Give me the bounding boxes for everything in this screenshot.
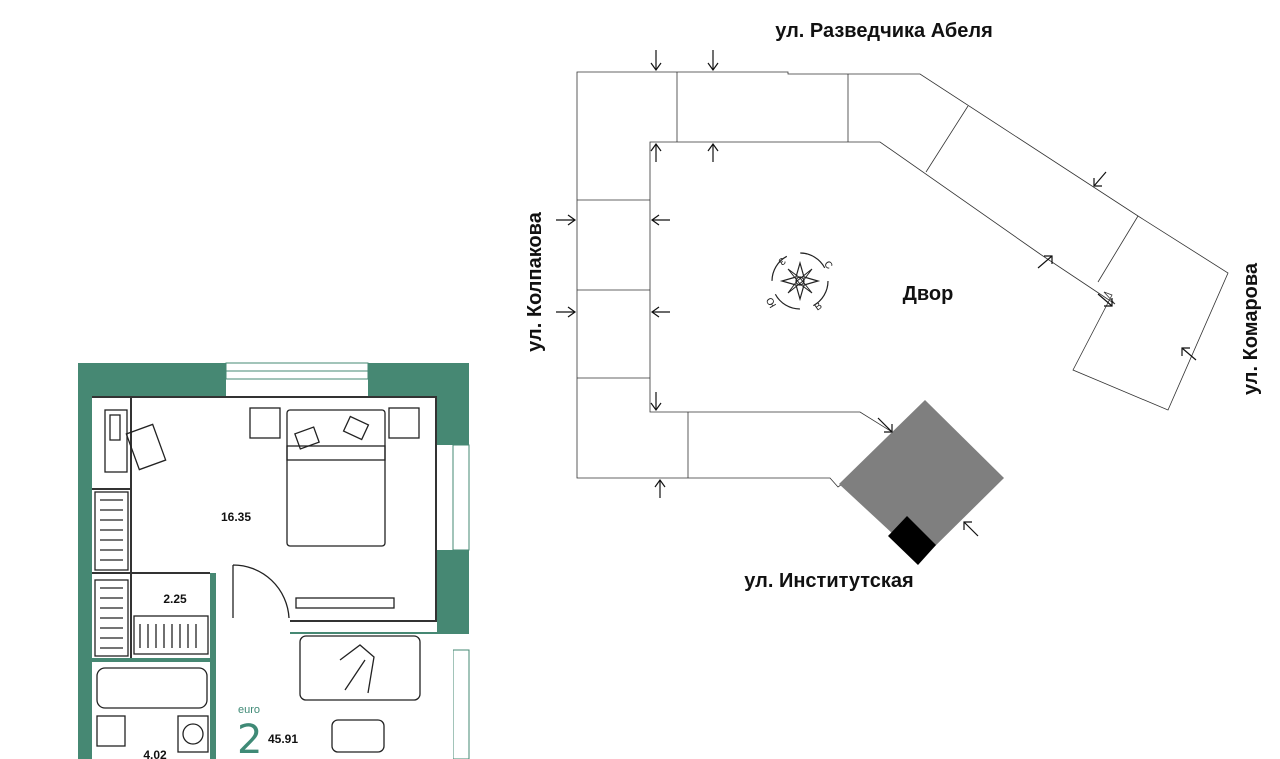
hangers-icon <box>100 587 123 649</box>
chair-icon <box>125 423 167 471</box>
room-count: 2 <box>237 717 262 759</box>
layout-type-prefix: euro <box>238 704 260 716</box>
compass-south: Ю <box>765 295 780 309</box>
inner-wall <box>92 572 210 574</box>
arrow-icon <box>650 214 670 226</box>
hangers-icon <box>139 624 197 648</box>
arrow-icon <box>1181 347 1197 361</box>
arrow-icon <box>650 306 670 318</box>
arrow-icon <box>877 417 893 433</box>
coffee-table <box>331 719 385 753</box>
window <box>452 649 470 759</box>
washer-drum <box>182 723 204 745</box>
wardrobe <box>133 615 209 655</box>
compass-east: В <box>813 300 825 313</box>
total-area: 45.91 <box>268 732 298 746</box>
inner-wall <box>130 396 132 658</box>
bed-icon <box>286 409 386 547</box>
yard-label: Двор <box>903 283 954 305</box>
sink-icon <box>96 715 126 747</box>
wardrobe-area: 2.25 <box>163 592 187 606</box>
tv-stand <box>295 597 395 609</box>
inner-wall <box>92 396 437 398</box>
arrow-icon <box>707 142 719 162</box>
arrow-icon <box>650 392 662 412</box>
street-top-label: ул. Разведчика Абеля <box>775 20 993 42</box>
compass-west: З <box>776 255 788 267</box>
wall <box>437 550 469 634</box>
street-bottom-label: ул. Институтская <box>744 570 913 592</box>
hangers-icon <box>100 499 123 561</box>
nightstand <box>249 407 281 439</box>
arrow-icon <box>654 478 666 498</box>
section-divider <box>1097 215 1139 283</box>
arrow-icon <box>650 142 662 162</box>
wall <box>78 363 92 759</box>
sofa-icon <box>299 635 421 701</box>
pillow <box>342 415 370 441</box>
bathroom-area: 4.02 <box>143 748 167 759</box>
arrow-icon <box>1037 255 1053 269</box>
selected-section <box>888 516 936 565</box>
arrow-icon <box>556 306 577 318</box>
compass-icon: С В Ю З <box>765 252 834 313</box>
window <box>452 444 470 551</box>
desk <box>104 409 128 473</box>
wall <box>92 658 210 662</box>
wall <box>78 363 226 396</box>
arrow-icon <box>1093 171 1107 187</box>
arrow-icon <box>1097 293 1113 307</box>
street-right-label: ул. Комарова <box>1240 262 1262 395</box>
inner-wall <box>290 620 437 622</box>
arrow-icon <box>963 521 979 537</box>
compass-north: С <box>821 259 834 272</box>
bathtub-icon <box>96 667 208 709</box>
window <box>437 634 453 759</box>
bed-blanket <box>286 445 386 461</box>
bedroom-area: 16.35 <box>221 510 251 524</box>
washer-icon <box>177 715 209 753</box>
wall <box>437 363 469 445</box>
pillow <box>294 426 320 450</box>
wardrobe <box>94 491 129 571</box>
arrow-icon <box>556 214 577 226</box>
wall <box>210 573 216 759</box>
person-icon <box>339 644 375 694</box>
floor-plan: 16.35 2.25 4.02 euro 2 45.91 <box>78 362 470 759</box>
arrow-icon <box>650 50 662 72</box>
selected-building <box>839 400 1004 560</box>
street-left-label: ул. Колпакова <box>524 211 546 352</box>
inner-wall <box>92 488 130 490</box>
monitor-icon <box>109 414 121 441</box>
site-plan: С В Ю З Двор ул. Разведчика Абеля ул. Ко… <box>524 20 1262 592</box>
wall <box>290 632 437 634</box>
nightstand <box>388 407 420 439</box>
entrance-arrows <box>556 50 1197 537</box>
section-divider <box>925 105 969 173</box>
inner-wall <box>435 396 437 622</box>
door <box>232 564 290 619</box>
wardrobe <box>94 579 129 657</box>
arrow-icon <box>707 50 719 72</box>
